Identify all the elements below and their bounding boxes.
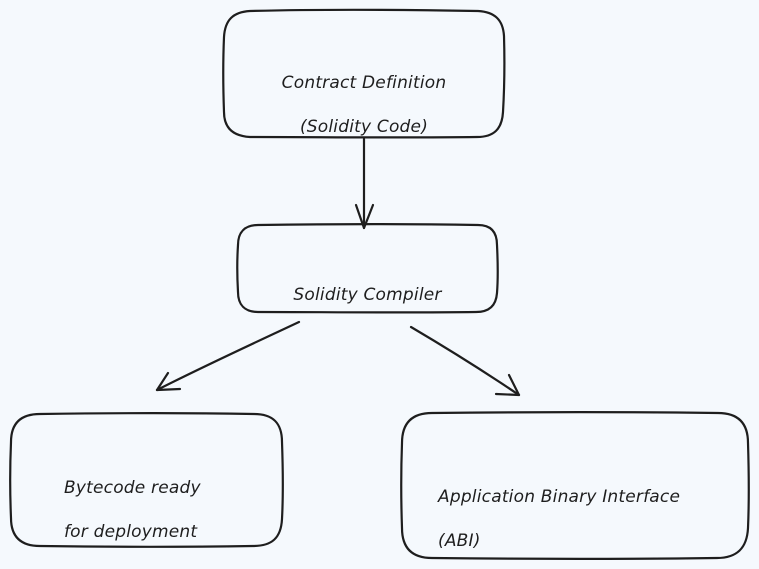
contract-definition-box [222, 8, 506, 139]
contract-definition-label: Contract Definition (Solidity Code) [224, 50, 504, 160]
bytecode-line-2: for deployment [64, 522, 198, 542]
edge-compiler-to-abi-arrowhead [494, 373, 521, 397]
bytecode-box [9, 412, 284, 548]
abi-line-1: Application Binary Interface [438, 487, 681, 507]
edge-compiler-to-bytecode [155, 320, 301, 392]
abi-label: Application Binary Interface (ABI) [438, 464, 743, 569]
edge-compiler-to-abi [409, 325, 521, 397]
abi-line-2: (ABI) [438, 531, 481, 551]
edge-compiler-to-bytecode-arrowhead [155, 371, 182, 392]
contract-definition-line-2: (Solidity Code) [299, 117, 429, 137]
abi-box [400, 411, 750, 560]
bytecode-label: Bytecode ready for deployment [64, 455, 274, 565]
solidity-compiler-box [236, 223, 499, 314]
solidity-compiler-label: Solidity Compiler [238, 262, 497, 328]
contract-definition-line-1: Contract Definition [281, 73, 447, 93]
bytecode-line-1: Bytecode ready [64, 478, 201, 498]
edge-contract-to-compiler-arrowhead [354, 203, 375, 230]
solidity-compiler-line-1: Solidity Compiler [293, 285, 442, 305]
